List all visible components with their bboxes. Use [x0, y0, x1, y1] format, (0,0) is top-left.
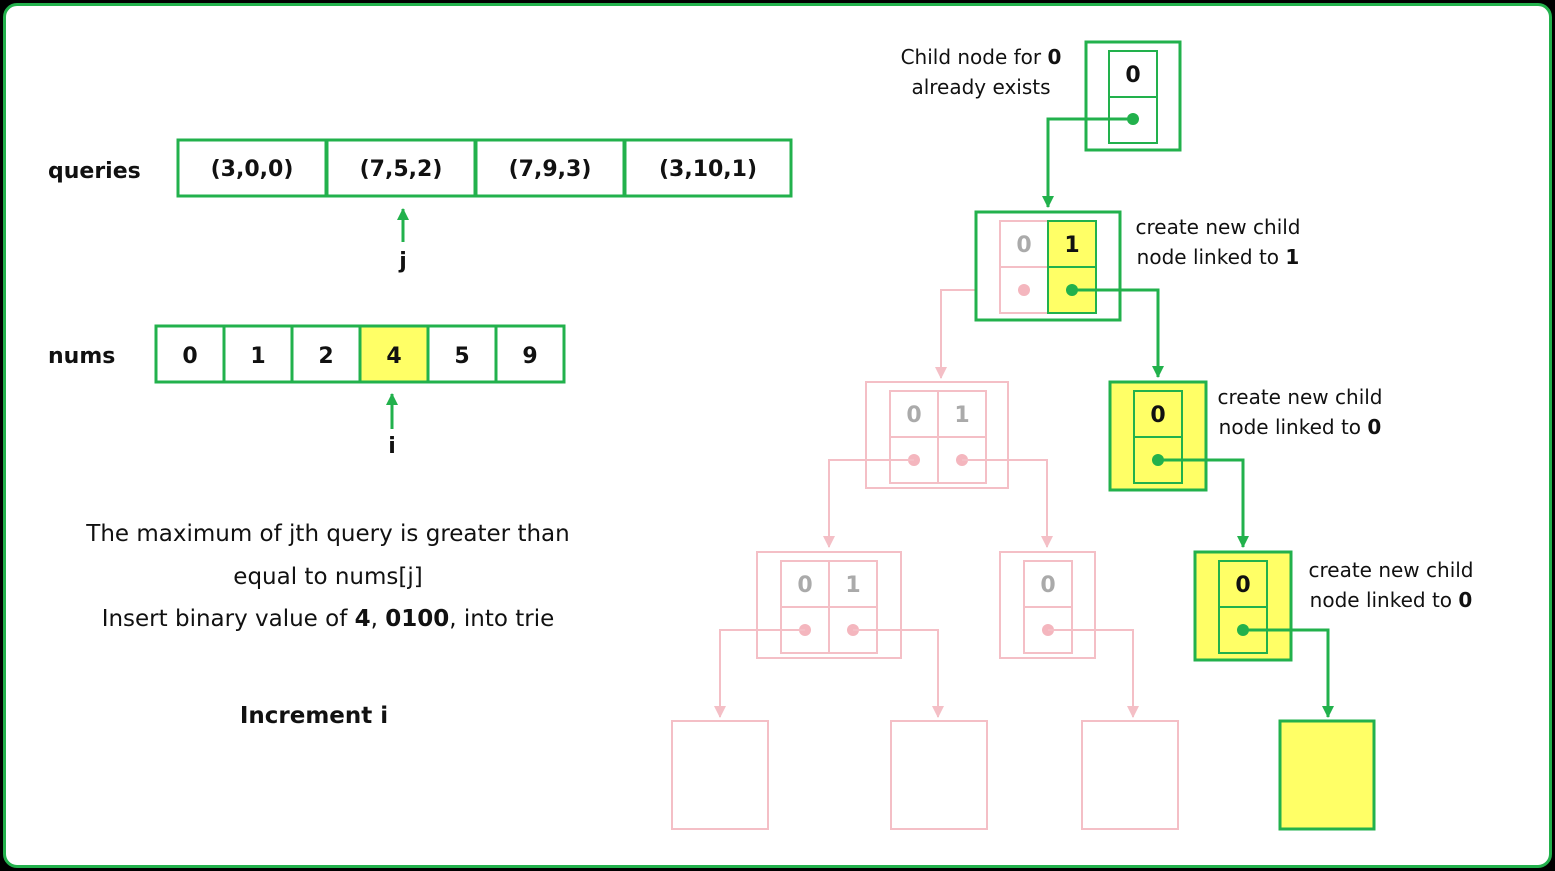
- explanation-line-1: The maximum of jth query is greater than: [85, 521, 569, 547]
- query-value-1: (7,5,2): [360, 157, 443, 182]
- trie-leaf-3: [1081, 720, 1179, 830]
- query-cell-3: [623, 138, 793, 198]
- nums-value-3: 4: [386, 344, 401, 369]
- annotation-level2-line2: node linked to 0: [1219, 415, 1382, 439]
- nums-cell-5: [494, 324, 566, 384]
- diagram-canvas: queries (3,0,0) (7,5,2) (7,9,3) (3,10,1)…: [3, 3, 1552, 868]
- trie-lr-bit-0: 0: [1040, 573, 1055, 598]
- nums-value-5: 9: [522, 344, 537, 369]
- trie-new-leaf: [1278, 719, 1376, 831]
- edge-level3-0: [1243, 628, 1334, 718]
- annotation-level3-line1: create new child: [1308, 558, 1473, 582]
- annotation-root-line1: Child node for 0: [901, 45, 1062, 69]
- edge-root-to-level1: [1042, 117, 1133, 208]
- edge-level1-1: [1072, 288, 1164, 378]
- queries-array: (3,0,0) (7,5,2) (7,9,3) (3,10,1): [176, 138, 793, 198]
- annotation-level3-line2: node linked to 0: [1310, 588, 1473, 612]
- trie-ll-bit-0: 0: [797, 573, 812, 598]
- query-cell-1: [325, 138, 477, 198]
- annotation-root-line2: already exists: [911, 75, 1050, 99]
- explanation-line-3: Insert binary value of 4, 0100, into tri…: [102, 606, 555, 632]
- i-pointer-label: i: [388, 434, 396, 459]
- nums-cell-4: [426, 324, 498, 384]
- query-value-3: (3,10,1): [659, 157, 757, 182]
- insert-path: 0 0 1 0 0: [974, 40, 1376, 831]
- trie-level2-bit: 0: [1150, 403, 1165, 428]
- query-value-2: (7,9,3): [509, 157, 592, 182]
- explanation-line-2: equal to nums[j]: [233, 564, 422, 590]
- trie-root-bit: 0: [1125, 63, 1140, 88]
- annotation-level1-line1: create new child: [1135, 215, 1300, 239]
- query-cell-0: [176, 138, 328, 198]
- trie-left-bit-0: 0: [906, 403, 921, 428]
- annotation-level2-line1: create new child: [1217, 385, 1382, 409]
- nums-value-4: 5: [454, 344, 469, 369]
- query-cell-2: [474, 138, 626, 198]
- trie-diagram: queries (3,0,0) (7,5,2) (7,9,3) (3,10,1)…: [48, 40, 1474, 831]
- trie-left-bit-1: 1: [954, 403, 969, 428]
- query-value-0: (3,0,0): [211, 157, 294, 182]
- edge-level2-0: [1158, 458, 1249, 548]
- trie-level1-bit-1: 1: [1064, 233, 1079, 258]
- nums-label: nums: [48, 344, 115, 369]
- trie-leaf-2: [890, 720, 988, 830]
- queries-label: queries: [48, 159, 141, 184]
- trie-level3-bit: 0: [1235, 573, 1250, 598]
- trie-ll-bit-1: 1: [845, 573, 860, 598]
- nums-value-1: 1: [250, 344, 265, 369]
- nums-value-2: 2: [318, 344, 333, 369]
- j-pointer-label: j: [398, 249, 407, 274]
- existing-trie-branches: 0 1 0 1 0: [671, 289, 1179, 830]
- step-instruction: Increment i: [240, 703, 388, 729]
- annotation-level1-line2: node linked to 1: [1137, 245, 1300, 269]
- nums-array: 0 1 2 4 5 9: [154, 324, 566, 384]
- trie-leaf-1: [671, 720, 769, 830]
- nums-value-0: 0: [182, 344, 197, 369]
- trie-level1-bit-0: 0: [1016, 233, 1031, 258]
